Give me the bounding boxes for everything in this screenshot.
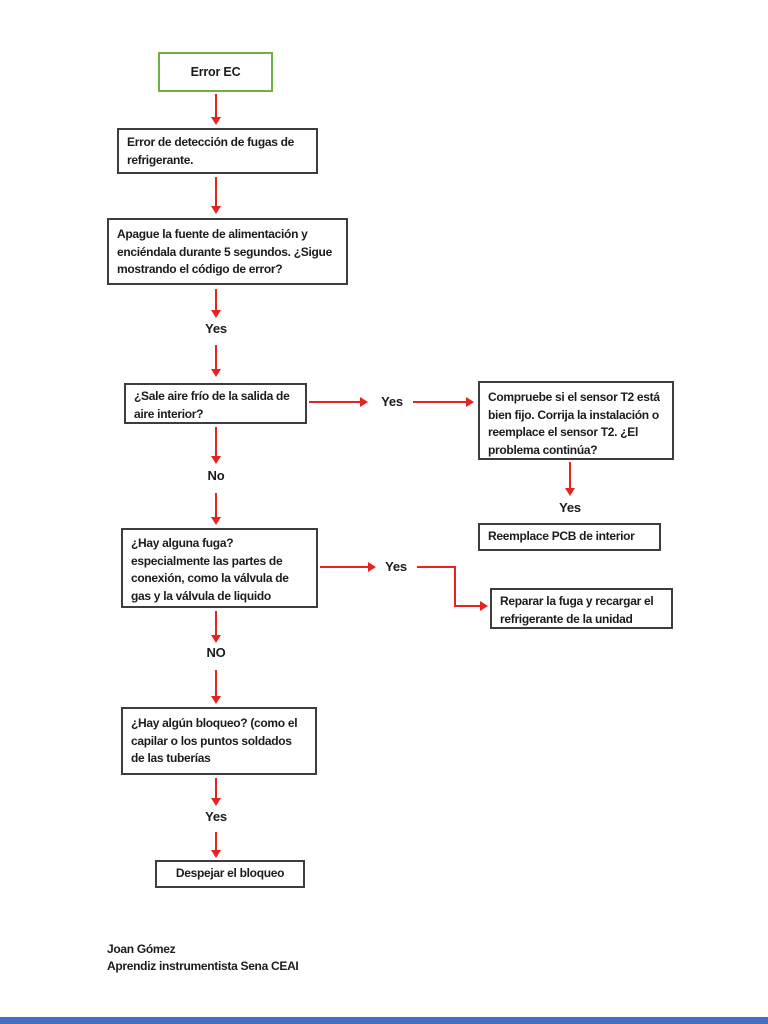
branch-leak-yes-elbow-h2 (454, 605, 480, 607)
arrow-t2-to-yes-head (565, 488, 575, 496)
arrow-yes-to-clear-head (211, 850, 221, 858)
branch-leak-yes-line1 (320, 566, 368, 568)
flow-node-clear-blockage: Despejar el bloqueo (155, 860, 305, 888)
author-name: Joan Gómez (107, 942, 176, 956)
flow-node-leak: ¿Hay alguna fuga? especialmente las part… (121, 528, 318, 608)
arrow-no-to-leak-line (215, 493, 217, 517)
branch-leak-yes-head2 (480, 601, 488, 611)
arrow-yes-to-clear-line (215, 832, 217, 850)
arrow-start-to-detection-line (215, 94, 217, 117)
arrow-leak-to-no-line (215, 611, 217, 635)
arrow-blockage-to-yes-head (211, 798, 221, 806)
label-no-cold-air: No (207, 468, 225, 483)
arrow-no-to-leak-head (211, 517, 221, 525)
flow-node-blockage: ¿Hay algún bloqueo? (como el capilar o l… (121, 707, 317, 775)
flow-node-power-cycle: Apague la fuente de alimentación y encié… (107, 218, 348, 285)
branch-coldair-yes-line2 (413, 401, 466, 403)
branch-coldair-yes-line1 (309, 401, 360, 403)
flow-node-repair-leak: Reparar la fuga y recargar el refrigeran… (490, 588, 673, 629)
flow-node-start: Error EC (158, 52, 273, 92)
arrow-power-to-yes-line (215, 289, 217, 310)
branch-leak-yes-elbow-h1 (417, 566, 456, 568)
label-no-leak: NO (206, 645, 226, 660)
arrow-yes-to-coldair-head (211, 369, 221, 377)
branch-leak-yes-head1 (368, 562, 376, 572)
arrow-coldair-to-no-head (211, 456, 221, 464)
branch-coldair-yes-head2 (466, 397, 474, 407)
label-yes-leak-branch: Yes (385, 559, 407, 574)
label-yes-blockage: Yes (205, 809, 227, 824)
arrow-leak-to-no-head (211, 635, 221, 643)
flow-node-sensor-t2: Compruebe si el sensor T2 está bien fijo… (478, 381, 674, 460)
flow-node-cold-air: ¿Sale aire frío de la salida de aire int… (124, 383, 307, 424)
arrow-coldair-to-no-line (215, 427, 217, 456)
flow-node-detection: Error de detección de fugas de refrigera… (117, 128, 318, 174)
arrow-t2-to-yes-line (569, 462, 571, 488)
arrow-no-to-blockage-line (215, 670, 217, 696)
footer-credits: Joan Gómez Aprendiz instrumentista Sena … (107, 941, 299, 974)
arrow-yes-to-coldair-line (215, 345, 217, 369)
branch-coldair-yes-head1 (360, 397, 368, 407)
author-role: Aprendiz instrumentista Sena CEAI (107, 958, 299, 973)
arrow-no-to-blockage-head (211, 696, 221, 704)
arrow-detection-to-power-head (211, 206, 221, 214)
label-yes-after-power: Yes (205, 321, 227, 336)
label-yes-sensor-t2: Yes (559, 500, 581, 515)
branch-leak-yes-elbow-v (454, 566, 456, 607)
label-yes-coldair-branch: Yes (381, 394, 403, 409)
flow-node-replace-pcb: Reemplace PCB de interior (478, 523, 661, 551)
arrow-detection-to-power-line (215, 177, 217, 206)
page-bottom-bar (0, 1017, 768, 1024)
arrow-blockage-to-yes-line (215, 778, 217, 798)
arrow-start-to-detection-head (211, 117, 221, 125)
arrow-power-to-yes-head (211, 310, 221, 318)
